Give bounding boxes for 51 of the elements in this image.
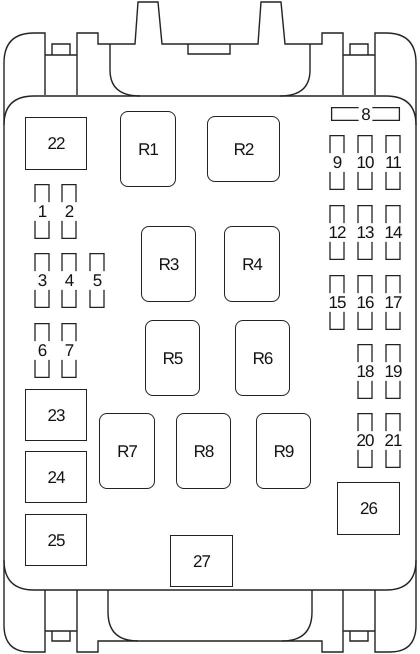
fuse-number: 22 bbox=[48, 135, 64, 152]
relay-label: R3 bbox=[158, 256, 178, 272]
relay-label: R6 bbox=[252, 350, 272, 366]
fuse-number: 5 bbox=[92, 272, 102, 289]
fuse-number: 3 bbox=[38, 272, 46, 289]
relay-socket bbox=[224, 226, 280, 302]
fuse-number: 18 bbox=[356, 363, 374, 380]
fuse-number: 17 bbox=[384, 294, 402, 311]
relay-socket bbox=[207, 116, 280, 182]
fuse-number: 21 bbox=[384, 432, 402, 449]
fuse-block bbox=[25, 451, 87, 503]
fuse-number: 13 bbox=[356, 224, 374, 241]
relay-label: R4 bbox=[242, 256, 262, 272]
relay-label: R7 bbox=[117, 442, 137, 460]
relay-socket bbox=[141, 226, 196, 302]
relay-socket bbox=[256, 413, 311, 489]
fuse-number: 11 bbox=[385, 154, 401, 171]
fuse-number: 27 bbox=[193, 552, 210, 570]
relay-label: R9 bbox=[274, 442, 294, 460]
fuse-block bbox=[337, 482, 400, 535]
fuse-number: 8 bbox=[361, 106, 370, 122]
fuse-number: 26 bbox=[360, 500, 377, 517]
fuse-number: 20 bbox=[356, 432, 374, 449]
relay-label: R2 bbox=[234, 140, 254, 158]
fuse-number: 9 bbox=[332, 154, 342, 171]
fuse-number: 2 bbox=[64, 203, 74, 220]
fuse-number: 15 bbox=[328, 294, 346, 311]
fuse-number: 7 bbox=[64, 342, 74, 359]
fuse-number: 14 bbox=[384, 224, 402, 241]
relay-label: R5 bbox=[162, 350, 182, 366]
fuse-number: 25 bbox=[48, 532, 64, 548]
relay-socket bbox=[145, 320, 200, 396]
fuse-number: 10 bbox=[356, 154, 374, 171]
relay-label: R1 bbox=[138, 140, 158, 158]
fuse-number: 1 bbox=[38, 203, 46, 220]
relay-socket bbox=[176, 413, 231, 489]
fuse-block bbox=[170, 535, 233, 587]
fuse-number: 16 bbox=[356, 294, 374, 311]
relay-socket bbox=[120, 111, 176, 187]
fuse-number: 4 bbox=[64, 272, 74, 289]
fuse-number: 24 bbox=[48, 468, 64, 486]
fuse-number: 23 bbox=[48, 406, 64, 424]
relay-socket bbox=[235, 320, 290, 396]
fuse-number: 19 bbox=[384, 363, 402, 380]
relay-label: R8 bbox=[194, 442, 214, 460]
fuse-number: 12 bbox=[328, 224, 346, 241]
fuse-number: 6 bbox=[38, 342, 46, 359]
fuse-block bbox=[25, 117, 87, 170]
fuse-block bbox=[25, 389, 87, 441]
fuse-block bbox=[25, 514, 87, 566]
relay-socket bbox=[99, 413, 155, 489]
